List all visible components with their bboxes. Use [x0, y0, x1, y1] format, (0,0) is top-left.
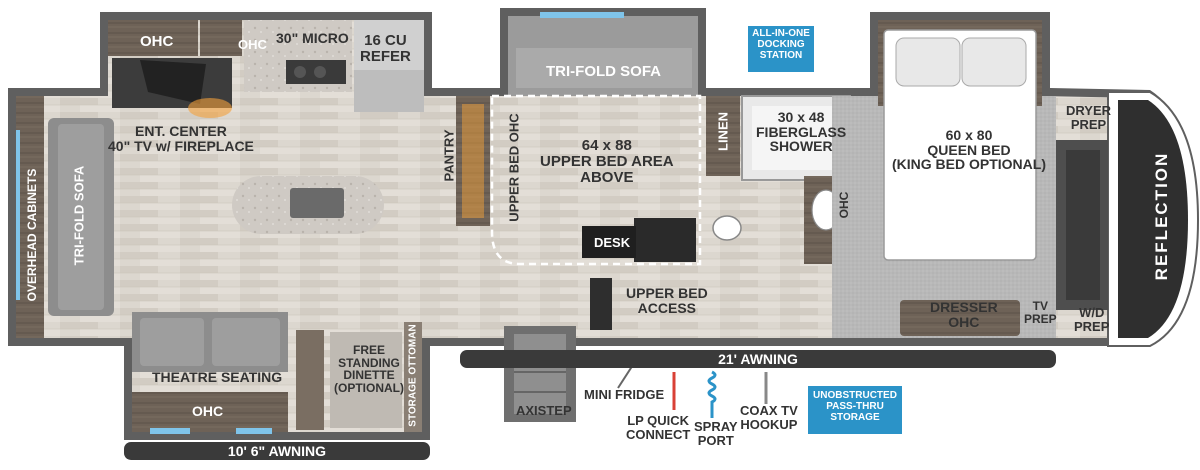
- small-ohc-label: OHC: [238, 37, 267, 52]
- awning-10-bar: 10' 6" AWNING: [124, 442, 430, 460]
- upper-bed-ohc-label: UPPER BED OHC: [506, 113, 522, 222]
- toilet: [712, 215, 742, 241]
- upper-bed-stairs: [590, 278, 612, 330]
- awning-21-bar: 21' AWNING: [460, 350, 1056, 368]
- upper-bed-access-label: UPPER BED ACCESS: [626, 285, 708, 316]
- desk-label: DESK: [594, 235, 631, 250]
- dryer-prep-label: DRYER PREP: [1066, 103, 1112, 132]
- spray-port-label: SPRAY PORT: [694, 419, 738, 448]
- dinette-chairs: [296, 330, 324, 430]
- lp-quick-label: LP QUICK CONNECT: [626, 413, 691, 442]
- docking-station-badge: ALL-IN-ONE DOCKING STATION: [748, 26, 814, 72]
- coax-label: COAX TV HOOKUP: [740, 403, 798, 432]
- kitchen-ohc: [108, 20, 198, 56]
- pantry-label: PANTRY: [441, 129, 457, 182]
- mini-fridge-label: MINI FRIDGE: [584, 387, 665, 402]
- linen-label: LINEN: [715, 112, 731, 151]
- refer-label: 16 CU REFER: [360, 32, 411, 65]
- axistep-label: AXISTEP: [516, 403, 572, 418]
- overhead-cabinets-label: OVERHEAD CABINETS: [25, 168, 39, 302]
- theatre-ohc-label: OHC: [192, 403, 224, 419]
- theatre-ohc: [132, 392, 288, 432]
- awning-10-label: 10' 6" AWNING: [227, 443, 327, 459]
- kitchen-ohc-label: OHC: [140, 33, 174, 50]
- spray-hose: [707, 370, 717, 418]
- tv-prep-label: TV PREP: [1024, 299, 1057, 326]
- wd-prep-label: W/D PREP: [1074, 305, 1110, 334]
- upper-bed-area-label: 64 x 88 UPPER BED AREA ABOVE: [540, 137, 674, 186]
- storage-ottoman-label: STORAGE OTTOMAN: [407, 324, 419, 427]
- upper-bed-area-outline: [490, 94, 702, 266]
- left-sofa-label: TRI-FOLD SOFA: [71, 165, 87, 266]
- front-cap: [1107, 91, 1200, 347]
- dinette-label: FREE STANDING DINETTE (OPTIONAL): [334, 343, 404, 395]
- dinette-table: [330, 332, 402, 428]
- brand-logo: REFLECTION: [1152, 151, 1171, 281]
- desk: [634, 218, 696, 262]
- dresser: [900, 300, 1020, 336]
- queen-bed-label: 60 x 80 QUEEN BED (KING BED OPTIONAL): [892, 127, 1046, 173]
- overhead-cabinets: [16, 96, 44, 338]
- awning-21-label: 21' AWNING: [718, 351, 798, 367]
- dresser-label: DRESSER OHC: [930, 299, 998, 330]
- queen-bed: [883, 29, 1037, 261]
- passthru-storage-badge: UNOBSTRUCTED PASS-THRU STORAGE: [808, 386, 902, 434]
- theatre-seating-label: THEATRE SEATING: [152, 369, 283, 385]
- storage-ottoman: [404, 322, 422, 432]
- micro-label: 30" MICRO: [276, 30, 349, 46]
- ent-center-label: ENT. CENTER 40" TV w/ FIREPLACE: [108, 123, 254, 154]
- bath-ohc-label: OHC: [837, 191, 851, 219]
- linen-cabinet: [706, 96, 740, 176]
- shower-label: 30 x 48 FIBERGLASS SHOWER: [756, 109, 847, 155]
- top-sofa-label: TRI-FOLD SOFA: [546, 63, 661, 80]
